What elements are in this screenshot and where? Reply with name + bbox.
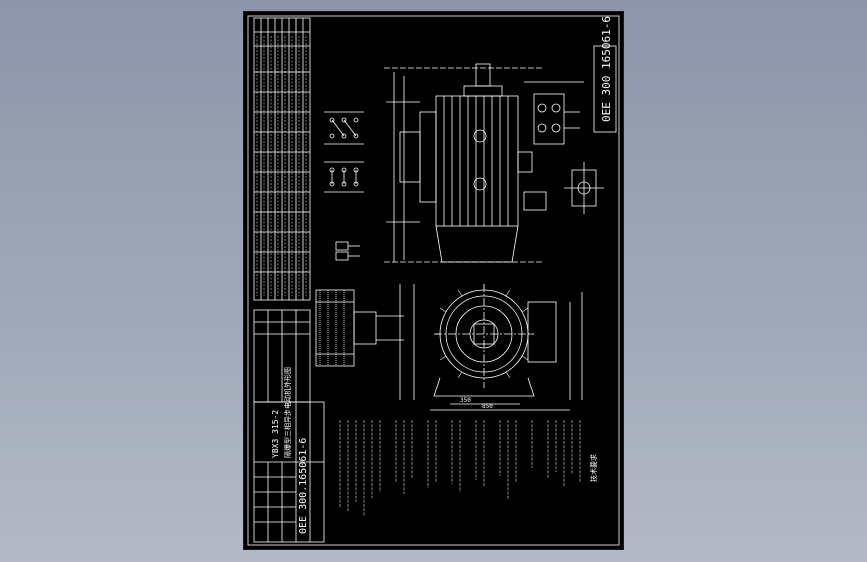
wiring-diagram-bottom xyxy=(324,161,364,193)
motor-end-view xyxy=(399,284,583,411)
title-block-number: 0EE 300.165061-6 xyxy=(298,438,309,534)
terminal-box-view xyxy=(524,81,584,145)
shaft-end-detail xyxy=(315,289,404,367)
technical-notes-text xyxy=(339,420,581,516)
cad-drawing-canvas: 0EE 300 165061-6 0EE 300.165061-6 YBX3 3… xyxy=(247,15,620,546)
dim-center-distance: 350 xyxy=(460,397,471,404)
sheet-border xyxy=(247,15,620,546)
title-block xyxy=(253,401,325,543)
dim-bottom-width: 850 xyxy=(482,403,493,410)
table-text-marks xyxy=(256,36,307,296)
drawing-number-frame xyxy=(593,45,617,133)
drawing-number-label: 0EE 300 165061-6 xyxy=(600,16,613,122)
title-block-name: 隔爆型三相异步电动机外形图 xyxy=(283,367,292,458)
motor-side-view xyxy=(384,63,547,263)
drawing-sheet: 0EE 300 165061-6 0EE 300.165061-6 YBX3 3… xyxy=(243,11,624,550)
wiring-diagram-top xyxy=(324,111,364,145)
revision-table xyxy=(253,309,311,403)
tech-requirements-heading: 技术要求 xyxy=(589,454,598,482)
cable-gland-detail xyxy=(564,162,604,214)
title-block-model: YBX3 315-2 xyxy=(271,410,280,458)
end-view-fins xyxy=(434,284,534,379)
parameter-table xyxy=(253,17,311,301)
terminal-symbol xyxy=(335,241,360,261)
